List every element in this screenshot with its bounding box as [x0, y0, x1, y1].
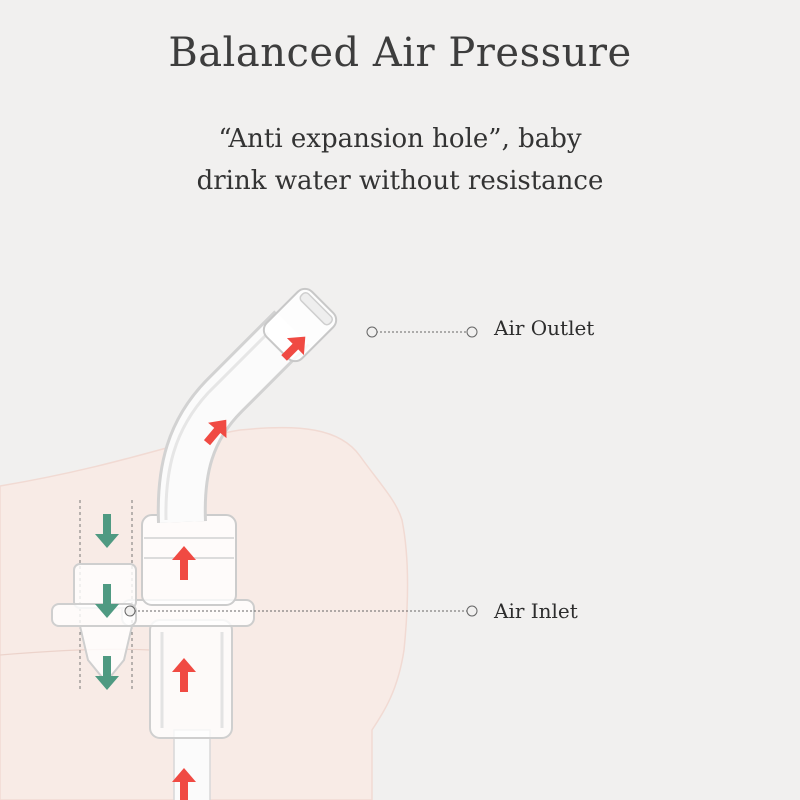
lid-contour-line — [0, 648, 151, 656]
page-subtitle: “Anti expansion hole”, baby drink water … — [0, 118, 800, 202]
valve-cone — [78, 625, 134, 684]
air-down-arrow-icon — [95, 584, 119, 618]
air-down-arrow-icon — [95, 514, 119, 548]
air-up-arrow-icon — [172, 768, 196, 800]
air-up-arrow-icon — [172, 658, 196, 692]
air-up-arrow-icon — [172, 546, 196, 580]
subtitle-line-2: drink water without resistance — [196, 166, 604, 196]
air-up-arrow-icon — [203, 419, 227, 446]
air-up-arrow-icon — [281, 336, 306, 361]
air-outlet-label: Air Outlet — [494, 316, 595, 340]
air-outlet-leader-dot — [366, 326, 378, 338]
air-outlet-leader-dot — [466, 326, 478, 338]
page-title: Balanced Air Pressure — [168, 30, 632, 76]
straw-tip-opening — [299, 291, 334, 326]
straw-tube-highlight — [164, 331, 270, 521]
straw-stem — [173, 729, 211, 800]
air-inlet-leader-dot — [124, 605, 136, 617]
air-inlet-leader-dot — [466, 605, 478, 617]
air-down-arrow-icon — [95, 656, 119, 690]
valve-flange — [51, 603, 137, 627]
subtitle-line-1: “Anti expansion hole”, baby — [218, 124, 582, 154]
straw-tube-inner — [159, 312, 308, 523]
air-inlet-label: Air Inlet — [494, 599, 578, 623]
